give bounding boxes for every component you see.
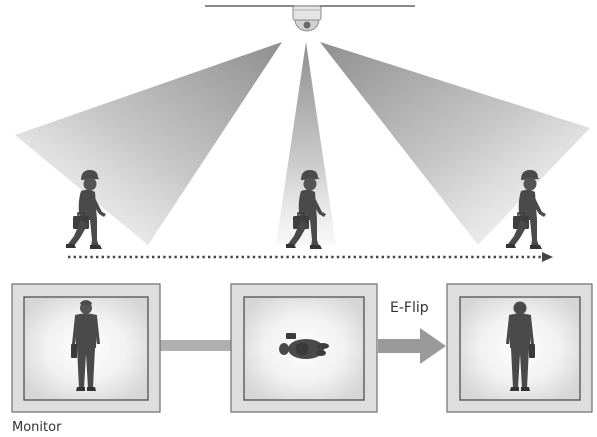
dome-camera-icon [292,5,322,32]
person-top-view-icon [279,333,329,359]
eflip-label: E-Flip [390,300,429,316]
connector-bar [160,340,232,351]
beam-left [15,42,282,245]
eflip-arrow-icon [378,328,446,364]
monitor-label: Monitor [12,420,62,435]
dotted-arrow-right-icon [68,252,553,262]
beam-right [320,42,590,245]
monitor-frame-icon [446,283,593,413]
beam-center [276,42,336,245]
